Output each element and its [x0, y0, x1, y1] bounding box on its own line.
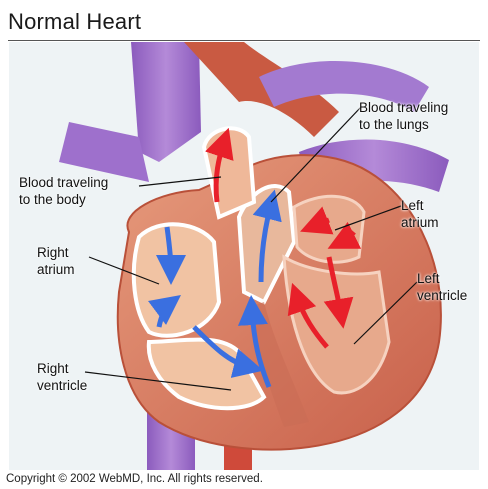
heart-illustration-panel: Blood traveling to the body Blood travel…: [9, 42, 479, 470]
label-blood-to-body: Blood traveling to the body: [19, 174, 108, 208]
label-right-ventricle: Right ventricle: [37, 360, 87, 394]
right-atrium-chamber: [134, 224, 219, 335]
label-left-atrium: Left atrium: [401, 197, 439, 231]
pulmonary-artery-left-branch: [59, 122, 149, 182]
label-left-ventricle: Left ventricle: [417, 270, 467, 304]
copyright-notice: Copyright © 2002 WebMD, Inc. All rights …: [6, 473, 263, 485]
superior-vena-cava: [131, 42, 201, 162]
title-rule: [8, 40, 480, 41]
label-right-atrium: Right atrium: [37, 244, 75, 278]
page-title: Normal Heart: [8, 9, 141, 35]
label-blood-to-lungs: Blood traveling to the lungs: [359, 99, 448, 133]
left-atrium-chamber: [294, 196, 364, 262]
